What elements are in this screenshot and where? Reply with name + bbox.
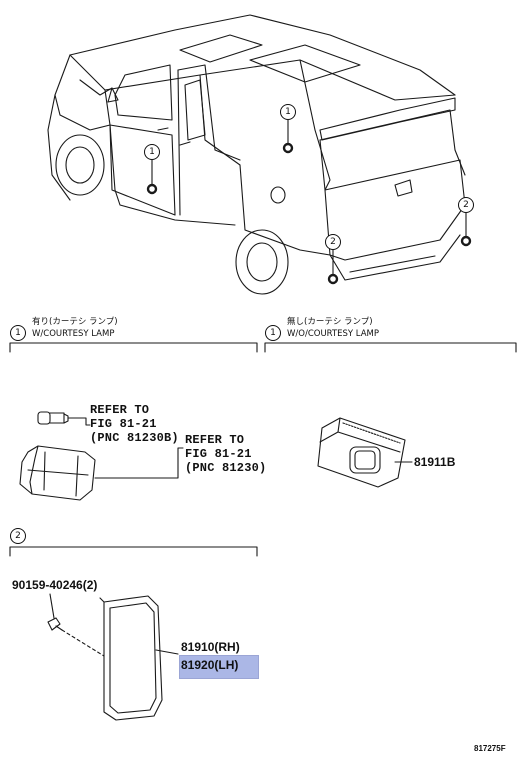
callout-marker-2b: 2 (458, 197, 474, 213)
refer-note-1-line2: FIG 81-21 (90, 417, 157, 431)
part-highlight (179, 655, 259, 679)
section-lower-marker: 2 (10, 528, 26, 544)
part-number-81911b[interactable]: 81911B (414, 455, 456, 469)
section-right-marker: 1 (265, 325, 281, 341)
refer-note-1-line1: REFER TO (90, 403, 150, 417)
part-number-rh[interactable]: 81910(RH) (181, 640, 240, 654)
callout-marker-1a: 1 (144, 144, 160, 160)
section-right-jp-label: 無し(カーテシ ランプ) (287, 317, 373, 327)
figure-id: 817275F (474, 744, 506, 753)
lens-part (47, 593, 179, 721)
section-left-en-label: W/COURTESY LAMP (32, 329, 115, 339)
refer-note-2-line3: (PNC 81230) (185, 461, 267, 475)
part-number-lh[interactable]: 81920(LH) (181, 658, 239, 672)
courtesy-lamp-assembly (19, 411, 184, 501)
refer-note-2-line2: FIG 81-21 (185, 447, 252, 461)
callout-marker-1b: 1 (280, 104, 296, 120)
callout-marker-2a: 2 (325, 234, 341, 250)
refer-note-1-line3: (PNC 81230B) (90, 431, 179, 445)
section-left-marker: 1 (10, 325, 26, 341)
refer-note-2-line1: REFER TO (185, 433, 245, 447)
lamp-unit-81911b (317, 417, 413, 488)
section-brackets (9, 342, 517, 557)
part-number-screw[interactable]: 90159-40246(2) (12, 578, 98, 592)
section-right-en-label: W/O/COURTESY LAMP (287, 329, 380, 339)
vehicle-illustration (47, 14, 466, 295)
section-left-jp-label: 有り(カーテシ ランプ) (32, 317, 118, 327)
lamp-location-markers (146, 119, 472, 285)
